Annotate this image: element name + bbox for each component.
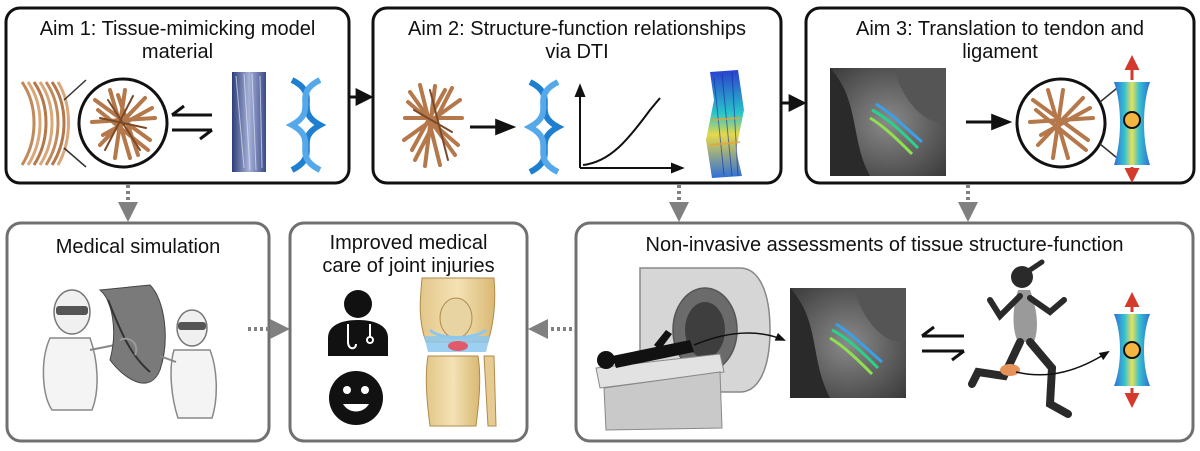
tissue-mesh-icon (1114, 55, 1150, 183)
medical-care-title-line2: care of joint injuries (322, 255, 495, 277)
medical-care-title-line1: Improved medical (329, 232, 488, 254)
doctor-icon (328, 290, 388, 356)
mri-knee-icon (790, 288, 906, 398)
simulation-sketch-icon (42, 284, 218, 419)
mri-knee-icon (830, 68, 946, 176)
medical-care-title: Improved medical care of joint injuries (290, 232, 527, 278)
assessments-title: Non-invasive assessments of tissue struc… (576, 234, 1193, 257)
aim1-title: Aim 1: Tissue-mimicking model material (6, 18, 349, 64)
dna-helix-icon (523, 79, 565, 175)
stress-strain-curve-icon (574, 83, 685, 174)
aim2-title-line1: Aim 2: Structure-function relationships (408, 18, 746, 40)
tissue-mesh-icon (1114, 292, 1150, 408)
medical-simulation-title: Medical simulation (7, 236, 269, 259)
collagen-fibers-icon (77, 77, 169, 169)
dna-helix-icon (285, 77, 327, 173)
dti-tractography-icon (706, 70, 744, 178)
fiber-tangle-icon (402, 83, 464, 168)
runner-icon (968, 259, 1110, 418)
knee-joint-icon (419, 277, 497, 427)
aim3-title: Aim 3: Translation to tendon and ligamen… (806, 18, 1194, 64)
equilibrium-arrows-icon (171, 104, 213, 141)
aim1-title-line2: material (141, 41, 214, 63)
aim3-title-line2: ligament (962, 41, 1038, 63)
fiber-bundle-icon (20, 79, 87, 168)
aim2-title-line2: via DTI (545, 41, 609, 63)
equilibrium-arrows-icon (921, 325, 965, 362)
aim3-title-line1: Aim 3: Translation to tendon and (856, 18, 1144, 40)
medical-simulation-title-line1: Medical simulation (55, 236, 221, 258)
mri-scanner-icon (595, 267, 786, 431)
smiley-icon (329, 371, 383, 425)
fabric-sample-icon (232, 72, 266, 172)
aim2-title: Aim 2: Structure-function relationships … (373, 18, 781, 64)
assessments-title-line1: Non-invasive assessments of tissue struc… (645, 234, 1124, 256)
aim1-title-line1: Aim 1: Tissue-mimicking model (39, 18, 316, 40)
